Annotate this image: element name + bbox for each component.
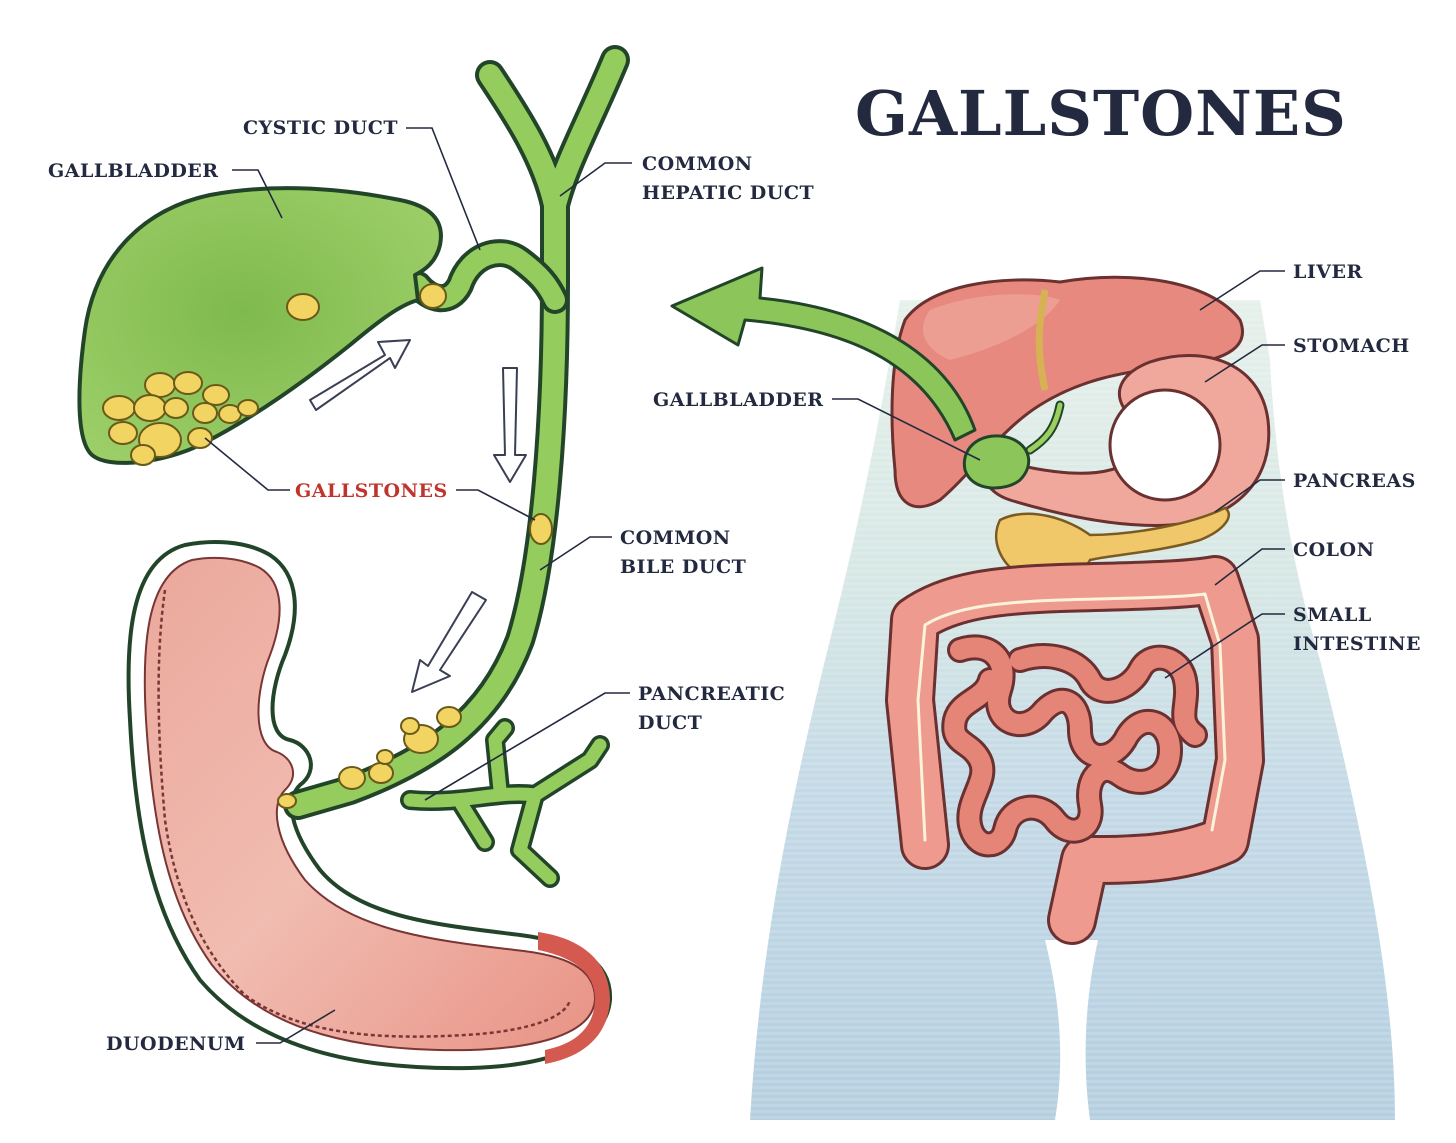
- flow-arrows: [310, 340, 526, 692]
- label-gallstones: GALLSTONES: [295, 480, 448, 502]
- label-colon: COLON: [1293, 539, 1374, 561]
- label-duodenum: DUODENUM: [106, 1033, 246, 1055]
- label-common-bile-2: BILE DUCT: [620, 556, 746, 578]
- bile-duct-system: [298, 60, 615, 878]
- label-gallbladder-left: GALLBLADDER: [48, 160, 219, 182]
- gallbladder-organ: [79, 188, 441, 463]
- label-pancreatic-1: PANCREATIC: [638, 683, 785, 705]
- label-pancreatic-2: DUCT: [638, 712, 702, 734]
- label-pancreas: PANCREAS: [1293, 470, 1416, 492]
- label-common-hepatic-1: COMMON: [642, 153, 753, 175]
- leader-gallstones-b: [456, 490, 535, 520]
- label-gallbladder-right: GALLBLADDER: [653, 389, 824, 411]
- label-cystic-duct: CYSTIC DUCT: [243, 117, 398, 139]
- label-small-intestine-2: INTESTINE: [1293, 633, 1421, 655]
- label-common-hepatic-2: HEPATIC DUCT: [642, 182, 814, 204]
- diagram-title: GALLSTONES: [855, 77, 1347, 150]
- label-stomach: STOMACH: [1293, 335, 1410, 357]
- label-liver: LIVER: [1293, 261, 1363, 283]
- leader-gallstones-a: [205, 438, 290, 490]
- label-small-intestine-1: SMALL: [1293, 604, 1372, 626]
- label-common-bile-1: COMMON: [620, 527, 731, 549]
